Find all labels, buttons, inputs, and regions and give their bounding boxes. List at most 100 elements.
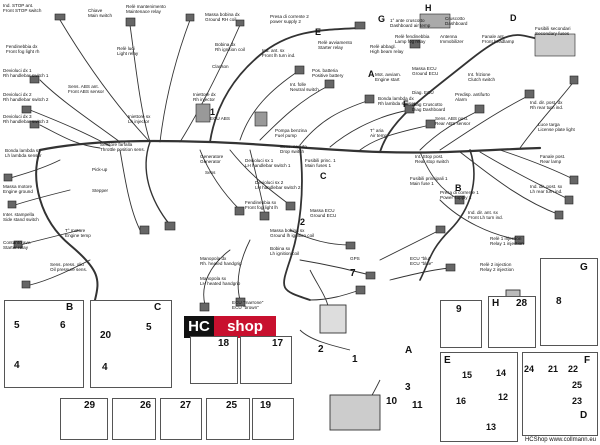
part-4-c: 4 (102, 362, 108, 373)
label-front-abs-sensor: Sens. ABS ant. Front ABS sensor (68, 84, 105, 95)
part-letter-h: H (492, 298, 500, 309)
detail-box-g (540, 258, 598, 346)
part-26: 26 (140, 400, 152, 411)
part-11: 11 (412, 400, 423, 411)
label-positive-battery: Pos. batteria Positive battery (312, 68, 344, 79)
label-rh-lambda-sensor: Bonda lambda dx Rh lambda sensor (378, 96, 416, 107)
label-sens: Sens (205, 170, 216, 175)
part-3: 3 (405, 382, 411, 393)
part-22: 22 (568, 364, 579, 374)
label-high-beam-relay: Relè abbagl. High beam relay (370, 44, 404, 55)
label-generator: Generatore Generator (200, 154, 224, 165)
callout-f: F (403, 99, 409, 109)
part-8: 8 (556, 296, 562, 307)
part-15: 15 (462, 370, 473, 380)
label-lh-handlebar-switch-1: Devioluci sx 1 LH handlebar switch 1 (245, 158, 291, 169)
hcshop-logo: HC shop (184, 316, 280, 338)
part-20: 20 (100, 330, 112, 341)
footer-copyright[interactable]: HCShop www.collmann.eu (524, 437, 596, 443)
label-side-stand-switch: Inter. stampella Side stand switch (3, 212, 39, 223)
part-10: 10 (386, 396, 398, 407)
label-maintenance-relay: Relè mantenimento Maintenace relay (126, 4, 166, 15)
callout-d: D (510, 13, 517, 23)
detail-box-c (90, 300, 172, 388)
label-front-lh-turn-ind: Ind. ant. sx Front lh turn ind. (262, 48, 296, 59)
detail-box-19 (252, 398, 294, 440)
label-rh-handlebar-switch-3: Devioluci dx 3 Rh handlebar switch 3 (3, 114, 49, 125)
part-letter-e: E (444, 355, 451, 366)
label-engine-start: Mot. avviam. Engine start (375, 72, 402, 83)
part-19: 19 (260, 400, 272, 411)
part-28: 28 (516, 298, 528, 309)
label-alarm: Predisp. antifurto Alarm (455, 92, 490, 103)
part-letter-a: A (405, 345, 413, 356)
label-immobilizer: Antenna Immobilizer (440, 34, 464, 45)
callout-1: 1 (210, 107, 216, 117)
label-front-stop-switch: Ind. STOP ant. Front STOP switch (3, 3, 42, 14)
callout-a: A (368, 69, 375, 79)
label-ground-rh-coil: Massa bobina dx Ground RH coil (205, 12, 240, 23)
label-relay-2-injection: Relè 2 injection Relay 2 injection (480, 262, 514, 273)
label-stepper: Stepper (92, 188, 109, 193)
part-16: 16 (456, 396, 467, 406)
label-front-headlamp: Fanale ant. Front headlamp (482, 34, 515, 45)
part-12: 12 (498, 392, 509, 402)
part-27: 27 (180, 400, 192, 411)
part-letter-c: C (154, 302, 162, 313)
part-7: 7 (350, 268, 356, 279)
detail-box-27 (160, 398, 202, 440)
part-25-b: 25 (226, 400, 238, 411)
label-engine-temp: T° motore Engine temp (65, 228, 91, 239)
label-secondary-fuses: Fusibili secondari Secondary fuses (535, 26, 571, 37)
part-18: 18 (218, 338, 230, 349)
callout-2: 2 (300, 217, 306, 227)
label-front-fog-light-lh: Fendinebbia sx Front fog light lh (245, 200, 278, 211)
detail-box-e (440, 352, 518, 442)
label-rh-ignition-coil: Bobina dx Rh ignition coil (215, 42, 245, 53)
detail-box-b (4, 300, 84, 388)
part-2: 2 (318, 344, 324, 355)
label-starter-relay: Relè avviamento Starter relay (318, 40, 353, 51)
label-main-switch: Chiave Main switch (88, 8, 112, 19)
label-clacson: Clacson (212, 64, 229, 69)
label-lh-handlebar-switch-2: Devioluci sx 2 LH handlebar switch 2 (255, 180, 301, 191)
label-diag-ecu: Diag. ECU (412, 90, 434, 95)
callout-h: H (425, 3, 432, 13)
label-ground-lh-ignition-coil: Massa bobina sx Ground lh ignition coil (270, 228, 315, 239)
label-air-temp: T° aria Air temp (370, 128, 388, 139)
label-rear-abs-sensor: Sens. ABS post. Rear ABS sensor (435, 116, 471, 127)
label-front-fog-light-rh: Fendinebbia dx Front fog light rh (6, 44, 40, 55)
label-rh-heated-handgrip: Manopola dx Rh. heated handgrip (200, 256, 242, 267)
callout-c: C (320, 171, 327, 181)
callout-g: G (378, 14, 386, 24)
callout-b: B (455, 183, 462, 193)
label-ecu-blue: ECU "blu" ECU "blue" (410, 256, 433, 267)
part-9: 9 (456, 304, 462, 315)
label-lamp-fog-relay: Relè fendinebbia Lamp fog relay (395, 34, 430, 45)
label-rh-handlebar-switch-1: Devioluci dx 1 Rh handlebar switch 1 (3, 68, 49, 79)
detail-box-18 (190, 336, 238, 384)
label-drop-switch: Sens. caduta Drop switch (280, 144, 307, 155)
label-power-supply-1: Presa di corrente 1 Power supply 1 (440, 190, 479, 201)
detail-box-17 (240, 336, 292, 384)
part-13: 13 (486, 422, 497, 432)
label-ground-ecu-top: Massa ECU Ground ECU (412, 66, 439, 77)
label-rear-lamp: Fanale post. Rear lamp (540, 154, 566, 165)
label-rear-stop-switch: Int. Stop post. Rear stop switch (415, 154, 449, 165)
label-lh-ignition-coil: Bobina sx Lh ignition coil (270, 246, 300, 257)
label-lh-injector: Iniettore sx Lh injector (128, 114, 151, 125)
label-gps: GPS (350, 256, 360, 261)
label-throttle-position-sens: Sensore farfalla Throttle position sens. (100, 142, 145, 153)
detail-box-9 (440, 300, 482, 348)
label-rh-handlebar-switch-2: Devioluci dx 2 Rh handlebar switch 2 (3, 92, 49, 103)
callout-e: E (315, 27, 322, 37)
label-starter-contact: Contanto avv. Starter relay (3, 240, 32, 251)
label-neutral-switch: Int. folle Neutral switch (290, 82, 319, 93)
detail-box-h (488, 296, 536, 348)
label-power-supply-2: Presa di corrente 2 power supply 2 (270, 14, 309, 25)
part-5-c: 5 (146, 322, 152, 333)
part-21: 21 (548, 364, 559, 374)
label-ecu-brown: ECU "marrone" ECU "brown" (232, 300, 264, 311)
part-5: 5 (14, 320, 20, 331)
